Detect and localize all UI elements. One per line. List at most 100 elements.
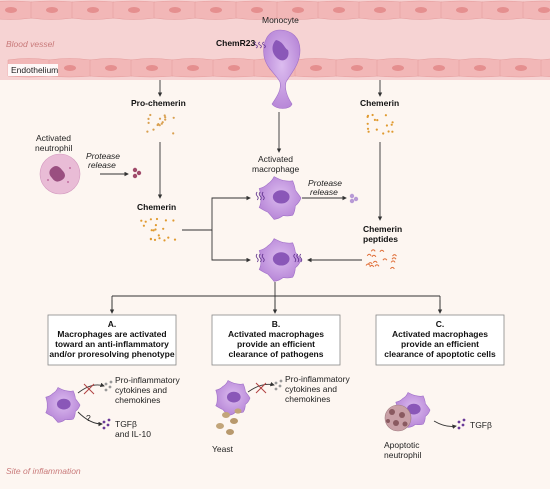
activated-neutrophil: [39, 153, 81, 195]
chemerin-particle: [385, 124, 388, 127]
chemerin-right-dots: [366, 113, 394, 135]
chemr23-receptor: [258, 253, 262, 263]
chemerin-left-label: Chemerin: [137, 202, 176, 212]
chemerin-particle: [142, 224, 145, 227]
panel-b-arrow: [247, 381, 275, 393]
chemerin-peptides: [365, 249, 397, 270]
protease-left-particles: [132, 167, 142, 179]
vessel-cell-nucleus: [187, 65, 199, 71]
panel-a-tgfb-dots: [102, 418, 111, 430]
panel-c-tgfb-dots: [457, 418, 466, 430]
panel-a-out1-1: Pro-inflammatory: [115, 375, 180, 385]
panel-b-out1-1: Pro-inflammatory: [285, 374, 350, 384]
chemr23-receptor: [255, 253, 259, 263]
protease-left-2: release: [88, 160, 116, 170]
activated-macrophage-top: [255, 176, 302, 220]
chemerin-particle: [163, 239, 166, 242]
panel-c-line1: Activated macrophages: [392, 329, 488, 339]
arrow-chemerin-to-activated: [211, 230, 251, 263]
chemerin-particle: [154, 224, 157, 227]
chemr23-receptor: [255, 191, 259, 201]
panel-a-heading: A.: [108, 319, 117, 329]
chemerin-particle: [373, 118, 376, 121]
panel-a-line1: Macrophages are activated: [57, 329, 166, 339]
chemerin-particle: [155, 217, 159, 221]
vessel-cells-bottom: [7, 58, 550, 78]
panel-b-out1-3: chemokines: [285, 394, 330, 404]
vessel-cell-nucleus: [310, 65, 322, 71]
chemerin-particle: [371, 113, 374, 117]
chemerin-particle: [366, 114, 370, 117]
panel-a-blocked-mark: [83, 383, 95, 395]
yeast-label: Yeast: [212, 444, 234, 454]
peptides-label-1: Chemerin: [363, 224, 402, 234]
macrophage-label-2: macrophage: [252, 164, 300, 174]
panel-b-line2: provide an efficient: [237, 339, 315, 349]
panel-a-arrow-bottom: [77, 411, 103, 427]
apoptotic-label-2: neutrophil: [384, 450, 421, 460]
chemerin-particle: [153, 238, 157, 241]
vessel-cell-nucleus: [46, 7, 58, 13]
macrophage-nucleus: [56, 398, 71, 410]
monocyte-label: Monocyte: [262, 15, 299, 25]
chemerin-particle: [387, 130, 390, 133]
chemerin-particle: [375, 128, 378, 131]
panel-c-line2: provide an efficient: [401, 339, 479, 349]
vessel-cell-nucleus: [415, 7, 427, 13]
chemerin-particle: [391, 130, 394, 133]
panel-a-out2-2: and IL-10: [115, 429, 151, 439]
vessel-cell-nucleus: [105, 65, 117, 71]
chemerin-particle: [173, 238, 177, 241]
activated-macrophage-middle: [255, 238, 303, 282]
panel-a-line3: and/or proresolving phenotype: [49, 349, 174, 359]
vessel-cell-nucleus: [333, 7, 345, 13]
panel-a-out1-3: chemokines: [115, 395, 160, 405]
panel-b-cytokine-dots: [274, 379, 283, 391]
vessel-cell-nucleus: [64, 65, 76, 71]
panel-b-line3: clearance of pathogens: [229, 349, 324, 359]
vessel-cell-nucleus: [374, 7, 386, 13]
vessel-cell-nucleus: [128, 7, 140, 13]
vessel-cell-nucleus: [228, 65, 240, 71]
panel-a-arrow-top: [77, 382, 105, 394]
chemerin-particle: [152, 229, 155, 232]
chemerin-particle: [144, 220, 147, 223]
vessel-cells-top: [0, 0, 550, 20]
vessel-cell: [540, 58, 550, 77]
chemerin-particle: [158, 237, 161, 240]
panel-c-line3: clearance of apoptotic cells: [384, 349, 496, 359]
chemerin-particle: [172, 219, 175, 222]
chemerin-particle: [152, 128, 155, 131]
peptide-fragment: [379, 249, 385, 252]
endothelium-label: Endothelium: [11, 65, 58, 75]
chemerin-particle: [149, 218, 152, 221]
vessel-cell-nucleus: [456, 7, 468, 13]
chemerin-particle: [390, 123, 393, 126]
vessel-cell-nucleus: [538, 7, 550, 13]
vessel-cell-nucleus: [210, 7, 222, 13]
vessel-cell-nucleus: [351, 65, 363, 71]
yeast-cells: [216, 408, 242, 435]
peptide-fragment: [371, 254, 377, 258]
branch-lines: [111, 282, 441, 312]
chemerin-particle: [147, 121, 150, 124]
chemerin-particle: [164, 219, 167, 222]
panel-b-heading: B.: [272, 319, 281, 329]
panel-a-cytokine-dots: [104, 380, 113, 392]
chemerin-particle: [158, 117, 162, 120]
chemerin-particle: [366, 122, 369, 125]
panel-a-line2: toward an anti-inflammatory: [55, 339, 169, 349]
chemr23-receptor: [261, 253, 265, 263]
chemerin-particle: [163, 114, 166, 117]
site-of-inflammation-label: Site of inflammation: [6, 466, 81, 476]
chemerin-particle: [157, 234, 160, 237]
panel-a-box: [47, 314, 177, 366]
chemerin-particle: [164, 116, 167, 119]
vessel-cell-nucleus: [497, 7, 509, 13]
apoptotic-label-1: Apoptotic: [384, 440, 420, 450]
macrophage-nucleus: [406, 403, 421, 415]
chemr23-receptor: [296, 253, 300, 263]
peptide-fragment: [366, 253, 372, 257]
